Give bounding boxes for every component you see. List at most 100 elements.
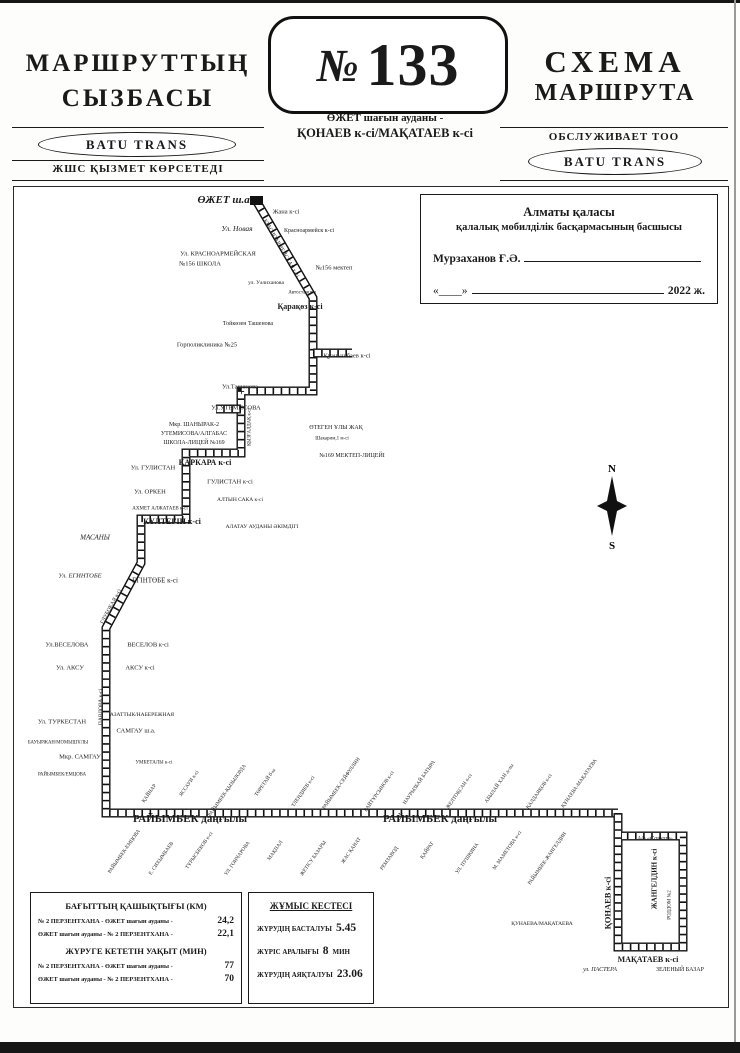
route-track xyxy=(102,200,618,817)
map-label: МАСАНЫ xyxy=(80,533,110,542)
map-label: РАЙЫМБЕК/ЕМЦОВА xyxy=(37,772,87,778)
approval-signature-row: Мурзаханов Ғ.Ә. xyxy=(433,249,705,265)
schedule-row-label: ЖҮРІС АРАЛЫҒЫ xyxy=(257,949,319,956)
map-label: БАУЫРЖАН/МОМЫШҰЛЫ xyxy=(27,740,89,746)
map-label: ГУЛИСТАН к-сі xyxy=(207,478,253,486)
title-line: МАРШРУТТЫҢ xyxy=(25,50,251,77)
route-track xyxy=(614,813,687,951)
divider xyxy=(500,127,728,128)
approval-box: Алматы қаласы қалалық мобилділік басқарм… xyxy=(420,194,718,304)
map-label: ВЕСЕЛОВ к-сі xyxy=(127,641,169,649)
map-label: ЖЕЛТОҚСАН к-сі xyxy=(445,772,474,811)
map-label: ҚҰНАЕВА-МАҚАТАЕВА xyxy=(560,757,599,810)
schedule-row-value: 5.45 xyxy=(335,922,357,934)
map-label: Мкр. САМГАУ xyxy=(59,753,101,761)
schedule-row-unit: МИН xyxy=(332,948,350,956)
map-label: РАЙЫМБЕК-ҚЫЗЫЛОРДА xyxy=(207,763,248,818)
map-label: ЖАНГЕЛДИН к-сі xyxy=(650,848,659,910)
map-label: ул. ПАСТЕРА xyxy=(583,966,617,973)
route-name-line: ҚОНАЕВ к-сі/МАҚАТАЕВ к-сі xyxy=(297,125,473,140)
map-label: ЕГІНТӨБЕ к-сі xyxy=(132,576,178,585)
distance-km-rows: № 2 ПЕРЗЕНТХАНА - ӨЖЕТ шағын ауданы -24,… xyxy=(38,916,234,939)
map-label: РОДДОМ №2 xyxy=(667,890,673,920)
map-label: №156 мектеп xyxy=(315,264,353,272)
map-label: №156 ШКОЛА xyxy=(179,260,221,268)
distance-row: № 2 ПЕРЗЕНТХАНА - ӨЖЕТ шағын ауданы -24,… xyxy=(38,916,234,926)
schedule-title: ЖҰМЫС КЕСТЕСІ xyxy=(269,901,353,911)
map-label: РАЙЫМБЕК-ЕМЦОВА xyxy=(106,828,142,875)
distance-row-label: ӨЖЕТ шағын ауданы - № 2 ПЕРЗЕНТХАНА - xyxy=(38,976,173,983)
map-label: АЛТЫН САКА к-сі xyxy=(216,497,264,504)
divider xyxy=(12,127,264,128)
scan-artifact-right xyxy=(734,0,736,1053)
map-label: МАҚПАЛ xyxy=(266,839,285,862)
map-label: ТӨРЕТАЙ б-ы xyxy=(253,767,278,798)
map-label: Қарақөз к-сі xyxy=(277,301,323,311)
map-label: ГЛУБОКАЯ к-сі xyxy=(99,588,123,626)
operator-badge-right: BATU TRANS xyxy=(528,148,702,175)
signature-line xyxy=(524,249,701,262)
distance-row-label: ӨЖЕТ шағын ауданы - № 2 ПЕРЗЕНТХАНА - xyxy=(38,931,173,938)
map-label: ҚАЙНАР xyxy=(140,783,158,805)
divider xyxy=(500,180,728,181)
map-label: Ул. ГУЛИСТАН xyxy=(130,464,176,472)
distance-title-min: ЖҮРУГЕ КЕТЕТІН УАҚЫТ (МИН) xyxy=(65,946,207,956)
approval-year: 2022 ж. xyxy=(667,285,705,297)
map-label: Қуанышбаев к-сі xyxy=(323,352,371,360)
map-label: Ул. КРАСНОАРМЕЙСКАЯ xyxy=(180,250,256,258)
route-name-line: ӨЖЕТ шағын ауданы - xyxy=(326,112,444,124)
map-label: РАЙЫМБЕК-СЕЙФУЛЛИН xyxy=(321,756,362,811)
map-label: ҚЫЗҒАЛДАҚ к-сі xyxy=(247,408,253,446)
map-label: АЛАТАУ АУДАНЫ ӘКІМДІГІ xyxy=(225,524,299,531)
map-label: ЖЕТІСУ БАЗАРЫ xyxy=(299,839,328,878)
map-label: АКСУ к-сі xyxy=(125,664,155,672)
map-label: ҚАЙРАТ xyxy=(419,840,436,861)
route-track-drawing: N S xyxy=(101,196,688,952)
map-label: Горполиклиника №25 xyxy=(176,341,238,349)
map-label: АЗАТТЫК/НАБЕРЕЖНАЯ xyxy=(109,712,175,719)
distance-row-value: 24,2 xyxy=(217,916,234,926)
operator-caption-right: ОБСЛУЖИВАЕТ ТОО xyxy=(548,131,680,143)
map-label: ЖАС ҚАНАТ xyxy=(340,836,363,865)
map-label: М. МАМЕТОВА к-сі xyxy=(491,829,524,872)
route-name: ӨЖЕТ шағын ауданы - ҚОНАЕВ к-сі/МАҚАТАЕВ… xyxy=(256,112,514,141)
route-number-badge: № 133 xyxy=(268,16,508,114)
map-label: Е. СИХЫМБАЕВ xyxy=(147,840,176,877)
map-label: ТЛЕНДИЕВ к-сі xyxy=(290,774,317,809)
map-label: УМБЕТАЛЫ к-сі xyxy=(135,760,173,766)
title-line: СХЕМА xyxy=(544,44,686,79)
compass-rose: N S xyxy=(597,463,627,552)
map-label: Красноармейск к-сі xyxy=(283,227,335,234)
map-label: УЛ. ГОНЧАРОВА xyxy=(223,840,252,877)
route-number: 133 xyxy=(366,31,460,98)
map-label: Ул.УТЕМИСОВА xyxy=(211,404,261,412)
map-label: САМГАУ ш.а. xyxy=(116,727,156,735)
divider xyxy=(12,180,264,181)
map-label: Ул. ТУРКЕСТАН xyxy=(37,718,87,726)
map-label: Жана к-сі xyxy=(272,208,300,216)
map-label: А/о «Саяхат» xyxy=(637,835,673,842)
map-label: РАЙЫМБЕК даңғылы xyxy=(132,813,248,826)
numero-sign: № xyxy=(316,39,359,91)
map-label: ЯССАУИ к-сі xyxy=(178,769,201,798)
map-label: Шакарим,1 м-сі xyxy=(315,436,349,442)
map-label: Ул. Новая xyxy=(221,224,253,234)
map-label: РЕМЗАВОД xyxy=(379,845,400,872)
map-label: АБЫЛАЙ ХАН д-лы xyxy=(483,762,516,805)
operator-badge-left: BATU TRANS xyxy=(38,132,236,157)
map-label: Ул.ВЕСЕЛОВА xyxy=(45,641,89,649)
distance-row-value: 70 xyxy=(224,974,235,984)
schedule-row-label: ЖҮРУДІҢ АЯҚТАЛУЫ xyxy=(257,972,333,979)
operator-caption-left: ЖШС ҚЫЗМЕТ КӨРСЕТЕДІ xyxy=(52,163,224,175)
distance-row-label: № 2 ПЕРЗЕНТХАНА - ӨЖЕТ шағын ауданы - xyxy=(38,963,173,970)
map-label: ШКОЛА-ЛИЦЕЙ №169 xyxy=(163,439,225,446)
title-line: МАРШРУТА xyxy=(534,80,696,106)
map-label: БАЙТҰРСЫНОВ к-сі xyxy=(363,769,396,814)
compass-north: N xyxy=(608,463,616,475)
